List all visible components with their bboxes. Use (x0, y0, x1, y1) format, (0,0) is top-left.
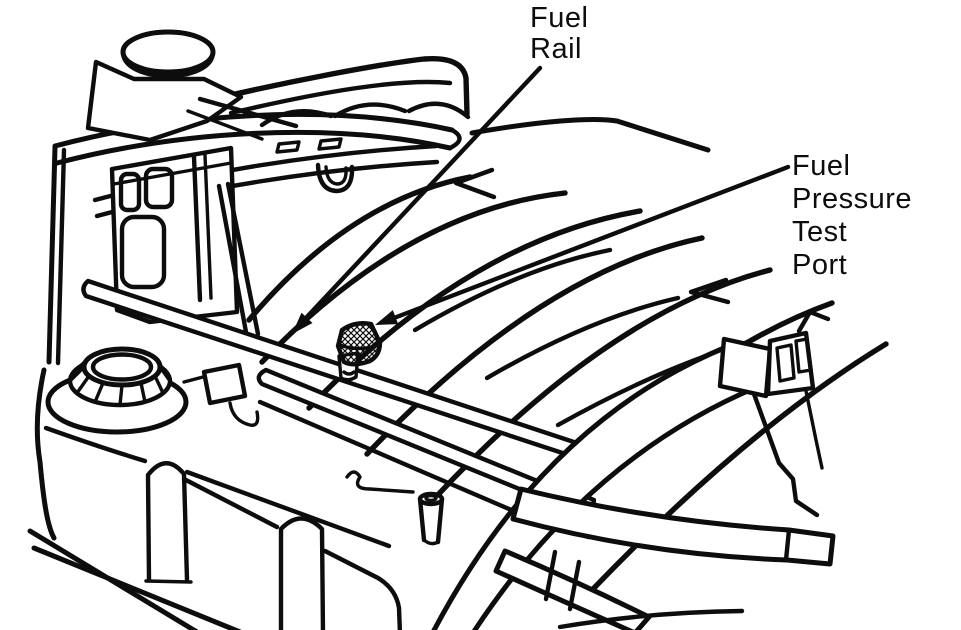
test-port-leader-line (391, 164, 791, 321)
hoses (431, 309, 836, 630)
test-port-arrow-icon (375, 310, 399, 325)
test-port-label-line4: Port (792, 249, 848, 281)
test-port-label-line2: Pressure (792, 183, 913, 215)
test-port-label-line3: Test (792, 216, 848, 248)
test-port-cap (335, 321, 383, 367)
valve-cover (27, 362, 445, 630)
test-port-label-line1: Fuel (792, 150, 851, 182)
fuel-rail-arrow-icon (292, 312, 313, 334)
fuel-rail-label: Fuel Rail (530, 3, 588, 65)
fuel-rail-label-line2: Rail (530, 33, 582, 65)
fuel-pressure-test-port (335, 321, 383, 382)
fuel-rail-label-line1: Fuel (530, 2, 589, 34)
hose-elbow (717, 336, 773, 399)
fuel-pressure-test-port-label: Fuel Pressure Test Port (792, 150, 912, 282)
fuel-rail-leader-line (302, 65, 543, 322)
oil-filler-cap (45, 346, 189, 435)
coolant-reservoir (85, 29, 299, 143)
disconnected-hose (510, 486, 836, 567)
annotations (292, 65, 791, 334)
